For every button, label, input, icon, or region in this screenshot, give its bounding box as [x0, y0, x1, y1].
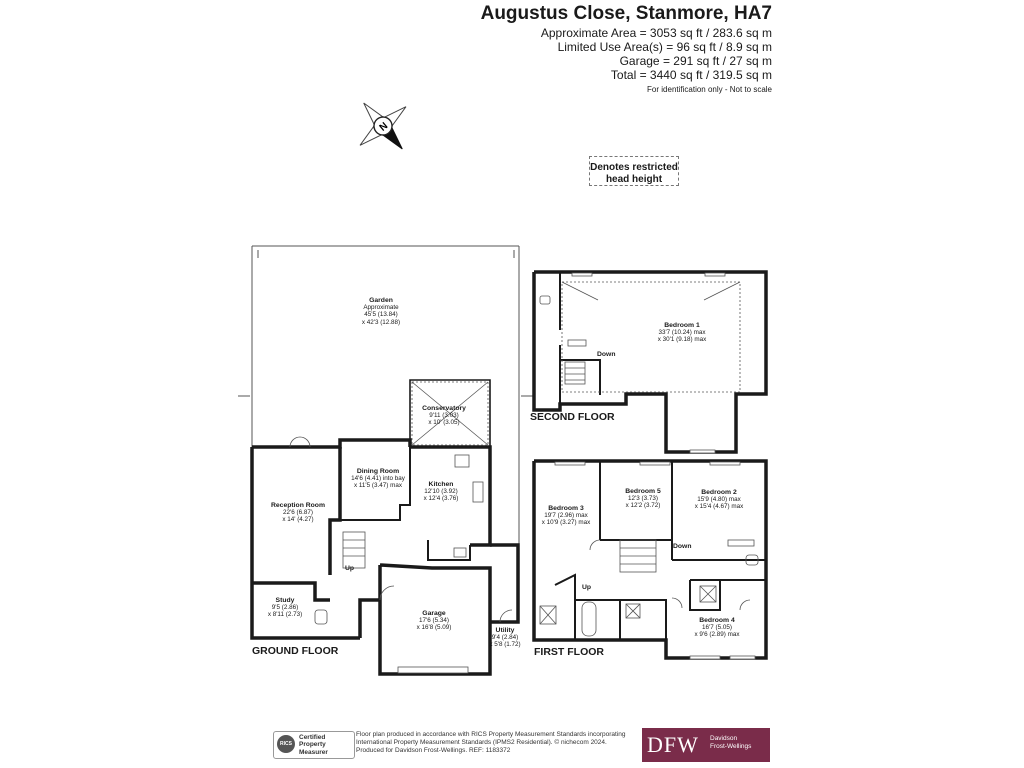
logo-letters: DFW [647, 732, 699, 757]
ground-floor-walls [250, 379, 520, 676]
room-dim: x 10' (3.05) [428, 419, 460, 427]
room-name: Bedroom 2 [701, 489, 737, 496]
room-reception: Reception Room 22'6 (6.87) x 14' (4.27) [271, 502, 325, 524]
ground-floor-label: GROUND FLOOR [252, 645, 339, 657]
room-name: Dining Room [356, 468, 400, 475]
room-dim: x 9'6 (2.89) max [694, 631, 740, 639]
first-floor-details [539, 461, 759, 660]
stairs-up-first: Up [582, 584, 592, 591]
agent-logo: DFW Davidson Frost-Wellings [642, 728, 770, 762]
room-dim: x 10'9 (3.27) max [541, 519, 591, 527]
rics-text: Certified Property Measurer [299, 734, 328, 756]
room-dim: 9'4 (2.84) [491, 634, 519, 642]
second-floor-details [539, 272, 741, 454]
room-dim: 22'6 (6.87) [283, 509, 313, 517]
rics-line: Measurer [299, 748, 328, 756]
room-name: Bedroom 4 [699, 617, 735, 624]
total-area: Total = 3440 sq ft / 319.5 sq m [610, 68, 772, 82]
footer-note-line: Produced for Davidson Frost-Wellings. RE… [356, 747, 511, 754]
limited-use-area: Limited Use Area(s) = 96 sq ft / 8.9 sq … [557, 40, 772, 54]
garage-area: Garage = 291 sq ft / 27 sq m [619, 54, 772, 68]
restricted-height-key: Denotes restricted head height [589, 156, 679, 186]
room-dim: 19'7 (2.96) max [544, 512, 588, 520]
room-name: Kitchen [428, 481, 454, 488]
room-dim: 14'6 (4.41) into bay [351, 475, 405, 483]
room-dim: 17'6 (5.34) [419, 617, 449, 625]
first-floor-label: FIRST FLOOR [534, 646, 604, 658]
room-bedroom-5: Bedroom 5 12'3 (3.73) x 12'2 (3.72) [625, 488, 661, 510]
compass-icon [359, 102, 407, 150]
approximate-area: Approximate Area = 3053 sq ft / 283.6 sq… [540, 26, 772, 40]
room-dim: x 15'4 (4.67) max [694, 503, 744, 511]
ground-floor-details [289, 381, 513, 674]
room-name: Study [275, 597, 295, 604]
rics-seal-icon: RICS [277, 735, 295, 753]
room-conservatory: Conservatory 9'11 (3.03) x 10' (3.05) [422, 405, 466, 427]
room-dim: 9'11 (3.03) [429, 412, 459, 420]
room-dim: x 42'3 (12.88) [361, 318, 401, 326]
room-name: Bedroom 1 [664, 322, 700, 329]
rics-badge: RICS Certified Property Measurer [273, 731, 355, 759]
room-dim: 12'3 (3.73) [628, 495, 658, 503]
second-floor-label: SECOND FLOOR [530, 411, 615, 423]
room-name: Garden [369, 297, 393, 304]
room-dim: x 5'8 (1.72) [489, 641, 521, 649]
room-name: Utility [495, 627, 515, 634]
room-name: Reception Room [270, 502, 326, 509]
footer-note-line: Floor plan produced in accordance with R… [356, 731, 626, 738]
property-title: Augustus Close, Stanmore, HA7 [480, 3, 772, 24]
room-bedroom-2: Bedroom 2 15'9 (4.80) max x 15'4 (4.67) … [695, 489, 743, 511]
rics-line: Certified [299, 734, 326, 741]
room-name: Garage [422, 610, 446, 617]
stairs-up-ground: Up [345, 565, 355, 572]
room-dim: x 12'2 (3.72) [625, 502, 661, 510]
room-dim: x 11'5 (3.47) max [354, 482, 402, 490]
room-dim: x 16'8 (5.09) [416, 624, 452, 632]
room-dim: Approximate [363, 304, 399, 312]
room-dim: 45'5 (13.84) [364, 311, 398, 319]
restricted-height-text: Denotes restricted head height [590, 162, 678, 185]
room-bedroom-1: Bedroom 1 33'7 (10.24) max x 30'1 (9.18)… [658, 322, 706, 344]
room-bedroom-4: Bedroom 4 16'7 (5.05) x 9'6 (2.89) max [695, 617, 740, 639]
footer-note-line: International Property Measurement Stand… [356, 739, 607, 746]
room-name: Bedroom 5 [625, 488, 661, 495]
disclaimer: For identification only - Not to scale [647, 85, 772, 94]
room-study: Study 9'5 (2.86) x 8'11 (2.73) [268, 597, 302, 619]
room-bedroom-3: Bedroom 3 19'7 (2.96) max x 10'9 (3.27) … [542, 505, 590, 527]
room-dim: 15'9 (4.80) max [697, 496, 741, 504]
room-utility: Utility 9'4 (2.84) x 5'8 (1.72) [489, 627, 520, 649]
logo-name-line: Davidson [710, 735, 738, 742]
room-kitchen: Kitchen 12'10 (3.92) x 12'4 (3.76) [424, 481, 459, 503]
room-name: Conservatory [422, 405, 466, 412]
room-dim: x 30'1 (9.18) max [657, 336, 707, 344]
rics-line: Property [299, 741, 326, 749]
header: Augustus Close, Stanmore, HA7 Approximat… [352, 2, 772, 96]
stairs-down-second: Down [597, 351, 616, 358]
room-dim: x 8'11 (2.73) [267, 611, 303, 619]
room-dim: 12'10 (3.92) [424, 488, 458, 496]
room-name: Bedroom 3 [548, 505, 584, 512]
room-garden: Garden Approximate 45'5 (13.84) x 42'3 (… [362, 297, 400, 326]
room-dining: Dining Room 14'6 (4.41) into bay x 11'5 … [351, 468, 405, 490]
first-floor-walls [532, 459, 768, 660]
room-dim: 9'5 (2.86) [271, 604, 299, 612]
room-dim: 16'7 (5.05) [702, 624, 732, 632]
room-dim: 33'7 (10.24) max [658, 329, 706, 337]
room-garage: Garage 17'6 (5.34) x 16'8 (5.09) [417, 610, 452, 632]
room-dim: x 12'4 (3.76) [423, 495, 459, 503]
footer-note: Floor plan produced in accordance with R… [356, 731, 636, 755]
stairs-down-first: Down [673, 543, 692, 550]
second-floor-walls [532, 270, 768, 454]
logo-name-line: Frost-Wellings [710, 743, 752, 750]
logo-name: Davidson Frost-Wellings [710, 735, 751, 751]
room-dim: x 14' (4.27) [282, 516, 314, 524]
